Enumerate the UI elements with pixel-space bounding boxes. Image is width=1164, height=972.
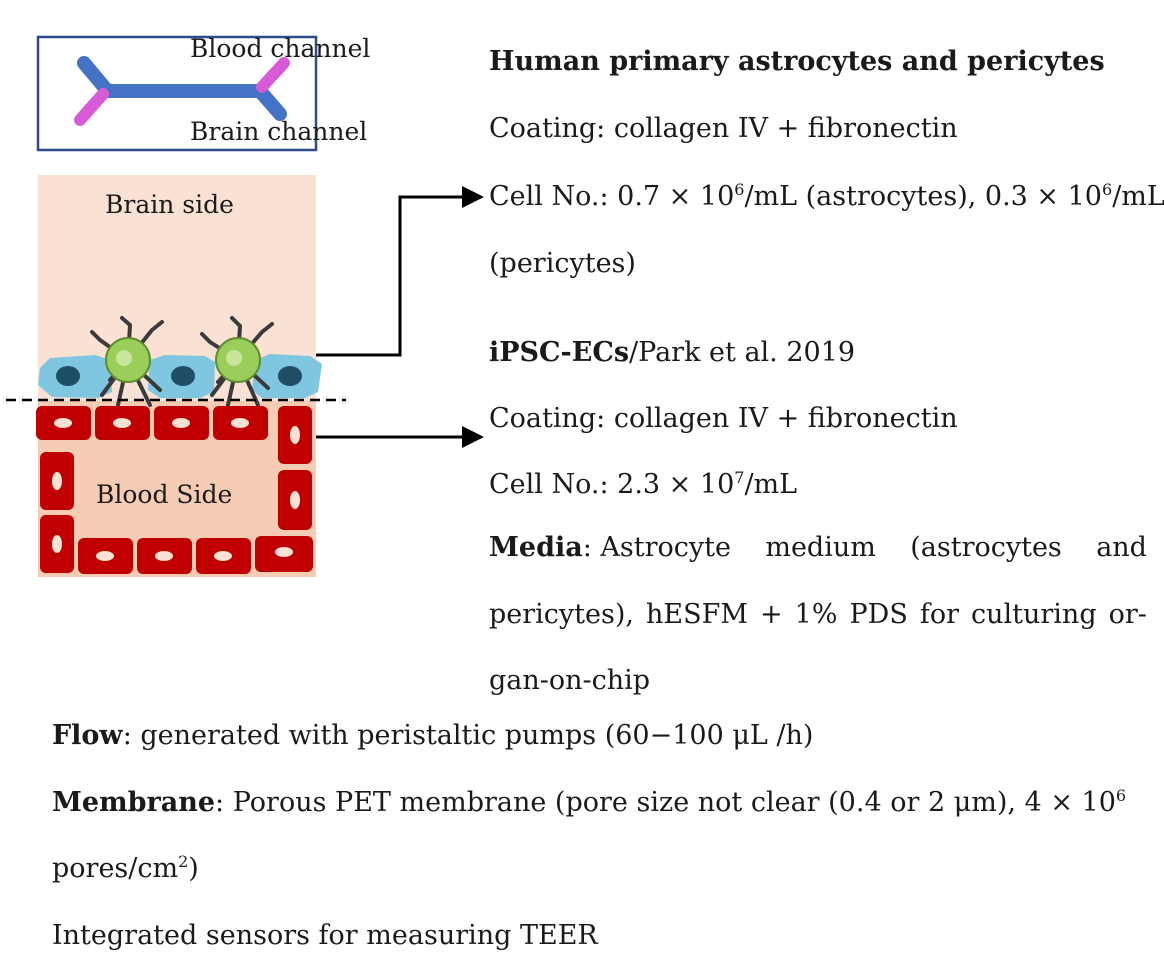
brain-channel-inlet xyxy=(74,88,109,126)
cell-nucleus xyxy=(171,366,195,386)
membrane-line-2: pores/cm2) xyxy=(52,852,199,884)
arrowhead xyxy=(462,426,484,448)
blood-channel-outlet xyxy=(253,84,287,121)
media-line-3: gan-on-chip xyxy=(489,665,651,696)
blood-channel-label: Blood channel xyxy=(190,34,370,63)
blood-side-label: Blood Side xyxy=(96,480,232,509)
chip-frame xyxy=(36,35,318,152)
cross-section: Brain side Blood Side xyxy=(6,175,346,577)
cell-nucleus xyxy=(278,366,302,386)
brain-channel-outlet xyxy=(256,57,290,93)
blood-cell-layer xyxy=(36,406,313,574)
arrows xyxy=(316,186,484,448)
astrocyte xyxy=(200,316,274,407)
chip-schematic: Blood channel Brain channel xyxy=(36,34,370,152)
brain-cell-number-cont: (pericytes) xyxy=(489,248,636,279)
brain-side-label: Brain side xyxy=(105,190,234,219)
blood-cell-number: Cell No.: 2.3 × 107/mL xyxy=(489,468,798,500)
brain-cell-number: Cell No.: 0.7 × 106/mL (astrocytes), 0.3… xyxy=(489,180,1164,212)
arrowhead xyxy=(462,186,484,208)
blood-coating: Coating: collagen IV + fibronectin xyxy=(489,403,958,434)
cell-nucleus xyxy=(56,366,80,386)
endothelial-cell-layer xyxy=(38,354,322,398)
sensors-line: Integrated sensors for measuring TEER xyxy=(52,920,598,951)
media-line-1: Media: Astrocyte medium (astrocytes and xyxy=(489,532,1147,563)
red-cell-right-column xyxy=(278,406,312,530)
red-cell-left-column xyxy=(40,452,74,573)
brain-coating: Coating: collagen IV + fibronectin xyxy=(489,113,958,144)
arrow-to-brain-cells xyxy=(316,195,470,357)
membrane-line-1: Membrane: Porous PET membrane (pore size… xyxy=(52,786,1127,818)
blood-cells-title: iPSC-ECs/Park et al. 2019 xyxy=(489,337,856,368)
media-line-2: pericytes), hESFM + 1% PDS for culturing… xyxy=(489,599,1147,630)
flow-line: Flow: generated with peristaltic pumps (… xyxy=(52,720,814,751)
red-cell-bottom-row xyxy=(78,536,313,574)
red-cell-top-row xyxy=(36,406,268,440)
astrocyte xyxy=(90,316,164,407)
brain-channel-label: Brain channel xyxy=(190,117,367,146)
brain-cells-title: Human primary astrocytes and pericytes xyxy=(489,46,1105,77)
blood-channel-inlet xyxy=(77,56,112,95)
